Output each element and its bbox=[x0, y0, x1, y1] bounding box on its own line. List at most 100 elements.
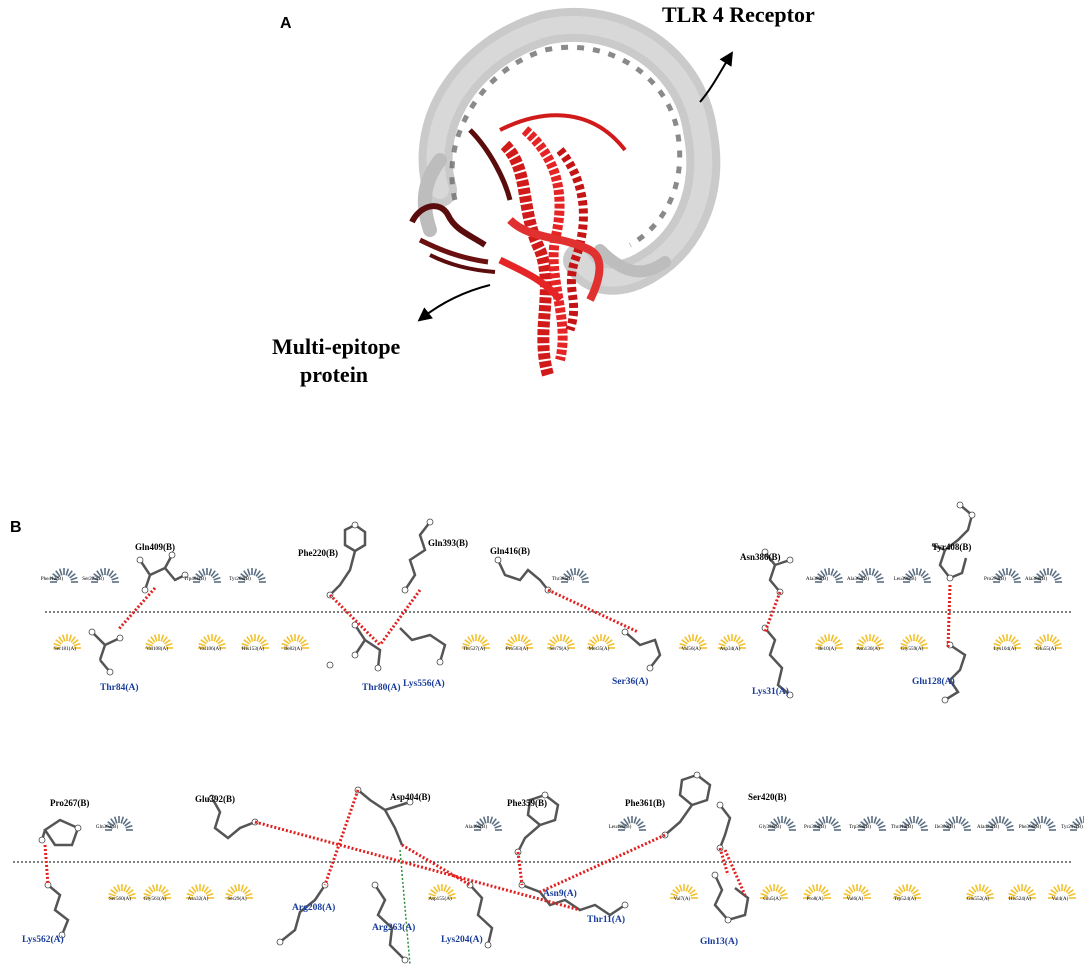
panel-a-letter: A bbox=[280, 15, 292, 32]
row2-hydrophobic-a-label: Val7(A) bbox=[674, 895, 691, 902]
row2-hydrophobic-a-arc bbox=[670, 884, 698, 899]
row2-hydrophobic-a-arc bbox=[108, 884, 136, 899]
row1-hydrophobic-b-label: Ala389(B) bbox=[806, 575, 828, 582]
row1-hydrophobic-b-arc bbox=[193, 568, 221, 583]
row1-hydrophobic-b-arc bbox=[91, 568, 119, 583]
row2-hydrophobic-a-arc bbox=[186, 884, 214, 899]
row1-hydrophobic-a-arc bbox=[547, 634, 575, 649]
row1-hydrophobic-b-arc bbox=[856, 568, 884, 583]
row1-hydrophobic-a-label: Val108(A) bbox=[146, 645, 168, 652]
row1-hydrophobic-a-label: Val56(A) bbox=[681, 645, 701, 652]
row1-hydrophobic-a-label: Glu55(A) bbox=[1036, 645, 1056, 652]
row2-hydrophobic-b-arc bbox=[858, 816, 886, 831]
tlr4-receptor-structure bbox=[417, 7, 721, 295]
panel-b-letter: B bbox=[10, 519, 22, 536]
row2-hydrophobic-a-arc bbox=[760, 884, 788, 899]
row1-hydrophobic-b-arc bbox=[993, 568, 1021, 583]
row2-hydrophobic-b-label: Phe306(B) bbox=[1019, 823, 1042, 830]
salt-bridge-arg263 bbox=[399, 849, 411, 966]
row2-hydrophobic-a-label: Trp524(A) bbox=[894, 895, 917, 902]
row2-chain-b-residue-label: Phe359(B) bbox=[507, 798, 547, 808]
row1-hydrophobic-a-arc bbox=[587, 634, 615, 649]
row2-hydrophobic-a-label: Val6(A) bbox=[847, 895, 864, 902]
row2-hydrophobic-b-label: Ala406(B) bbox=[465, 823, 487, 830]
row2-hydrophobic-b-arc bbox=[900, 816, 928, 831]
row1-hydrophobic-b-label: Thr385(B) bbox=[552, 575, 574, 582]
row2-hydrophobic-b-label: Tyr217(B) bbox=[1061, 823, 1083, 830]
row1-chain-a-residue-label: Glu128(A) bbox=[912, 676, 955, 687]
row2-hydrophobic-a-arc bbox=[143, 884, 171, 899]
row2-hydrophobic-b-arc bbox=[986, 816, 1014, 831]
row1-hydrophobic-b-arc bbox=[815, 568, 843, 583]
row1-chain-b-residue-label: Tyr408(B) bbox=[932, 542, 971, 552]
row2-hydrophobic-a-arc bbox=[966, 884, 994, 899]
row1-hydrophobic-b-label: Phe412(B) bbox=[41, 575, 64, 582]
row2-chain-a-residue-label: Lys204(A) bbox=[441, 934, 483, 945]
row1-chain-a-residue-label: Thr80(A) bbox=[362, 682, 401, 693]
row2-hydrophobic-a-label: His524(A) bbox=[1009, 895, 1031, 902]
row1-chain-b-residue-label: Gln393(B) bbox=[428, 538, 468, 548]
row2-hydrophobic-a-label: Glu552(A) bbox=[967, 895, 990, 902]
row2-hydrophobic-b-label: Thr419(B) bbox=[891, 823, 913, 830]
row2-hydrophobic-b-label: Ala423(B) bbox=[977, 823, 999, 830]
row1-hydrophobic-a-arc bbox=[53, 634, 81, 649]
row2-hydrophobic-a-arc bbox=[803, 884, 831, 899]
row2-hydrophobic-a-arc bbox=[225, 884, 253, 899]
multi-epitope-label-line1: Multi-epitope bbox=[272, 334, 401, 359]
row1-hydrophobic-b-label: Pro270(B) bbox=[984, 575, 1006, 582]
row1-hydrophobic-a-label: His153(A) bbox=[242, 645, 264, 652]
row1-hydrophobic-b-label: Tyr268(B) bbox=[229, 575, 251, 582]
row2-chain-b-residue-label: Ser420(B) bbox=[748, 792, 787, 802]
row2-chain-a-residue-label: Lys562(A) bbox=[22, 934, 64, 945]
row2-hydrophobic-a-arc bbox=[843, 884, 871, 899]
row2-chain-a-residue-label: Arg208(A) bbox=[292, 902, 335, 913]
row1-hydrophobic-b-arc bbox=[238, 568, 266, 583]
row1-hydrogen-bonds bbox=[116, 584, 952, 649]
row2-hydrophobic-b-arc bbox=[1028, 816, 1056, 831]
row1-hydrophobic-a-label: Ser181(A) bbox=[54, 645, 76, 652]
row2-hydrophobic-a-arc bbox=[428, 884, 456, 899]
multi-epitope-protein-structure bbox=[498, 113, 627, 377]
tlr4-receptor-label: TLR 4 Receptor bbox=[662, 2, 815, 27]
row1-hydrophobic-b-label: Trp401(B) bbox=[184, 575, 206, 582]
row1-hydrophobic-a-arc bbox=[1034, 634, 1062, 649]
hydrophobic-contacts bbox=[50, 568, 1084, 899]
row2-hydrophobic-b-label: Ile303(B) bbox=[935, 823, 955, 830]
residue-labels: Gln409(B)Phe220(B)Gln393(B)Gln416(B)Asn3… bbox=[22, 538, 1083, 947]
row1-residue-sticks bbox=[88, 501, 976, 704]
row1-hydrophobic-a-arc bbox=[241, 634, 269, 649]
multi-epitope-label-line2: protein bbox=[300, 362, 368, 387]
row1-hydrophobic-a-arc bbox=[718, 634, 746, 649]
row2-hydrophobic-b-arc bbox=[618, 816, 646, 831]
row1-hydrophobic-a-label: Ser79(A) bbox=[549, 645, 569, 652]
row2-hydrophobic-a-arc bbox=[1008, 884, 1036, 899]
row1-hydrophobic-a-arc bbox=[198, 634, 226, 649]
row1-hydrophobic-a-label: Asn130(A) bbox=[856, 645, 880, 652]
epitope-arrow bbox=[417, 284, 491, 322]
row1-chain-b-residue-label: Gln416(B) bbox=[490, 546, 530, 556]
row1-hydrophobic-b-label: Ser223(B) bbox=[82, 575, 104, 582]
row2-hydrophobic-a-arc bbox=[893, 884, 921, 899]
row1-hydrophobic-a-arc bbox=[505, 634, 533, 649]
row1-hydrophobic-a-arc bbox=[281, 634, 309, 649]
row1-hydrophobic-a-arc bbox=[462, 634, 490, 649]
row2-chain-b-residue-label: Pro267(B) bbox=[50, 798, 89, 808]
row1-hydrophobic-a-arc bbox=[856, 634, 884, 649]
row2-hydrophobic-a-arc bbox=[1048, 884, 1076, 899]
row2-hydrophobic-b-label: Gly326(B) bbox=[759, 823, 782, 830]
row2-hydrophobic-a-label: Pro8(A) bbox=[806, 895, 823, 902]
row1-chain-a-residue-label: Lys31(A) bbox=[752, 686, 789, 697]
row1-hydrophobic-a-label: Pro563(A) bbox=[506, 645, 528, 652]
row1-hydrophobic-a-arc bbox=[900, 634, 928, 649]
row1-chain-b-residue-label: Asn386(B) bbox=[740, 552, 781, 562]
row2-hydrophobic-a-label: Asn32(A) bbox=[188, 895, 209, 902]
row1-hydrophobic-a-label: Met35(A) bbox=[589, 645, 610, 652]
row2-hydrophobic-b-label: Trp358(B) bbox=[849, 823, 871, 830]
row1-chain-a-residue-label: Lys556(A) bbox=[403, 678, 445, 689]
panel-a: A TLR 4 Receptor Multi bbox=[272, 2, 815, 387]
row2-hydrophobic-a-label: Gly561(A) bbox=[144, 895, 167, 902]
row1-hydrophobic-a-label: Ile82(A) bbox=[284, 645, 302, 652]
row2-chain-a-residue-label: Asn9(A) bbox=[543, 888, 577, 899]
row1-chain-a-residue-label: Ser36(A) bbox=[612, 676, 648, 687]
